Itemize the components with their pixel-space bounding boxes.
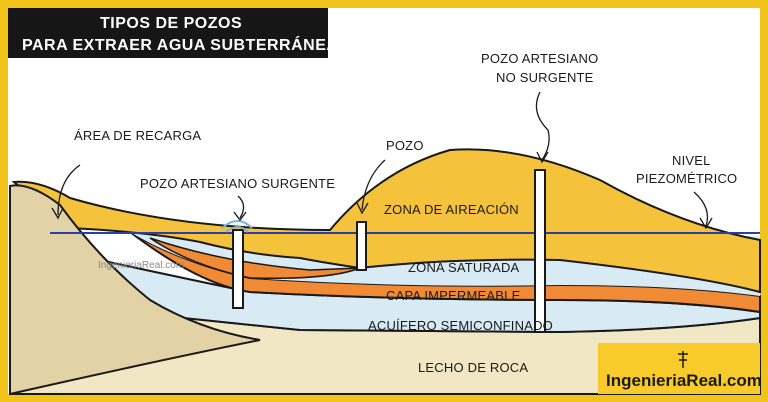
label-nivel-2: PIEZOMÉTRICO bbox=[636, 171, 737, 186]
orange-lens bbox=[149, 237, 361, 280]
aeration-zone bbox=[11, 148, 761, 294]
arrow-nivel bbox=[693, 191, 709, 227]
label-zona-saturada: ZONA SATURADA bbox=[408, 260, 520, 275]
watermark-text: IngenieriaReal.com bbox=[98, 260, 184, 271]
title-line-2: PARA EXTRAER AGUA SUBTERRÁNEA bbox=[22, 35, 338, 54]
simple-well bbox=[356, 221, 367, 271]
label-zona-aireacion: ZONA DE AIREACIÓN bbox=[384, 202, 519, 217]
arrow-surgente bbox=[237, 195, 245, 219]
brand-logo-icon bbox=[678, 351, 688, 368]
label-pozo-surgente: POZO ARTESIANO SURGENTE bbox=[140, 176, 335, 191]
arrowhead-pozo bbox=[356, 202, 369, 215]
artesian-nonflowing-well bbox=[534, 169, 546, 333]
artesian-flowing-well bbox=[232, 229, 244, 309]
label-pozo: POZO bbox=[386, 138, 424, 153]
label-nivel-1: NIVEL bbox=[672, 153, 711, 168]
label-acuifero: ACUÍFERO SEMICONFINADO bbox=[368, 318, 553, 333]
title-box bbox=[8, 8, 328, 58]
label-capa-impermeable: CAPA IMPERMEABLE bbox=[386, 288, 521, 303]
arrow-pozo bbox=[361, 159, 386, 211]
label-no-surgente-2: NO SURGENTE bbox=[496, 70, 594, 85]
label-no-surgente-1: POZO ARTESIANO bbox=[481, 51, 598, 66]
brand-box bbox=[598, 343, 760, 394]
arrowhead-recarga bbox=[51, 207, 64, 220]
label-lecho-roca: LECHO DE ROCA bbox=[418, 360, 528, 375]
label-area-recarga: ÁREA DE RECARGA bbox=[74, 128, 201, 143]
arrow-recarga bbox=[57, 164, 81, 216]
arrow-no-surgente bbox=[535, 91, 550, 161]
fountain-splash-icon bbox=[221, 220, 253, 233]
arrowhead-no-surgente bbox=[536, 151, 549, 164]
brand-text: IngenieriaReal.com bbox=[606, 371, 762, 390]
arrowhead-nivel bbox=[699, 217, 713, 230]
arrowhead-surgente bbox=[233, 211, 247, 222]
hillside bbox=[9, 184, 261, 396]
title-line-1: TIPOS DE POZOS bbox=[100, 15, 242, 32]
